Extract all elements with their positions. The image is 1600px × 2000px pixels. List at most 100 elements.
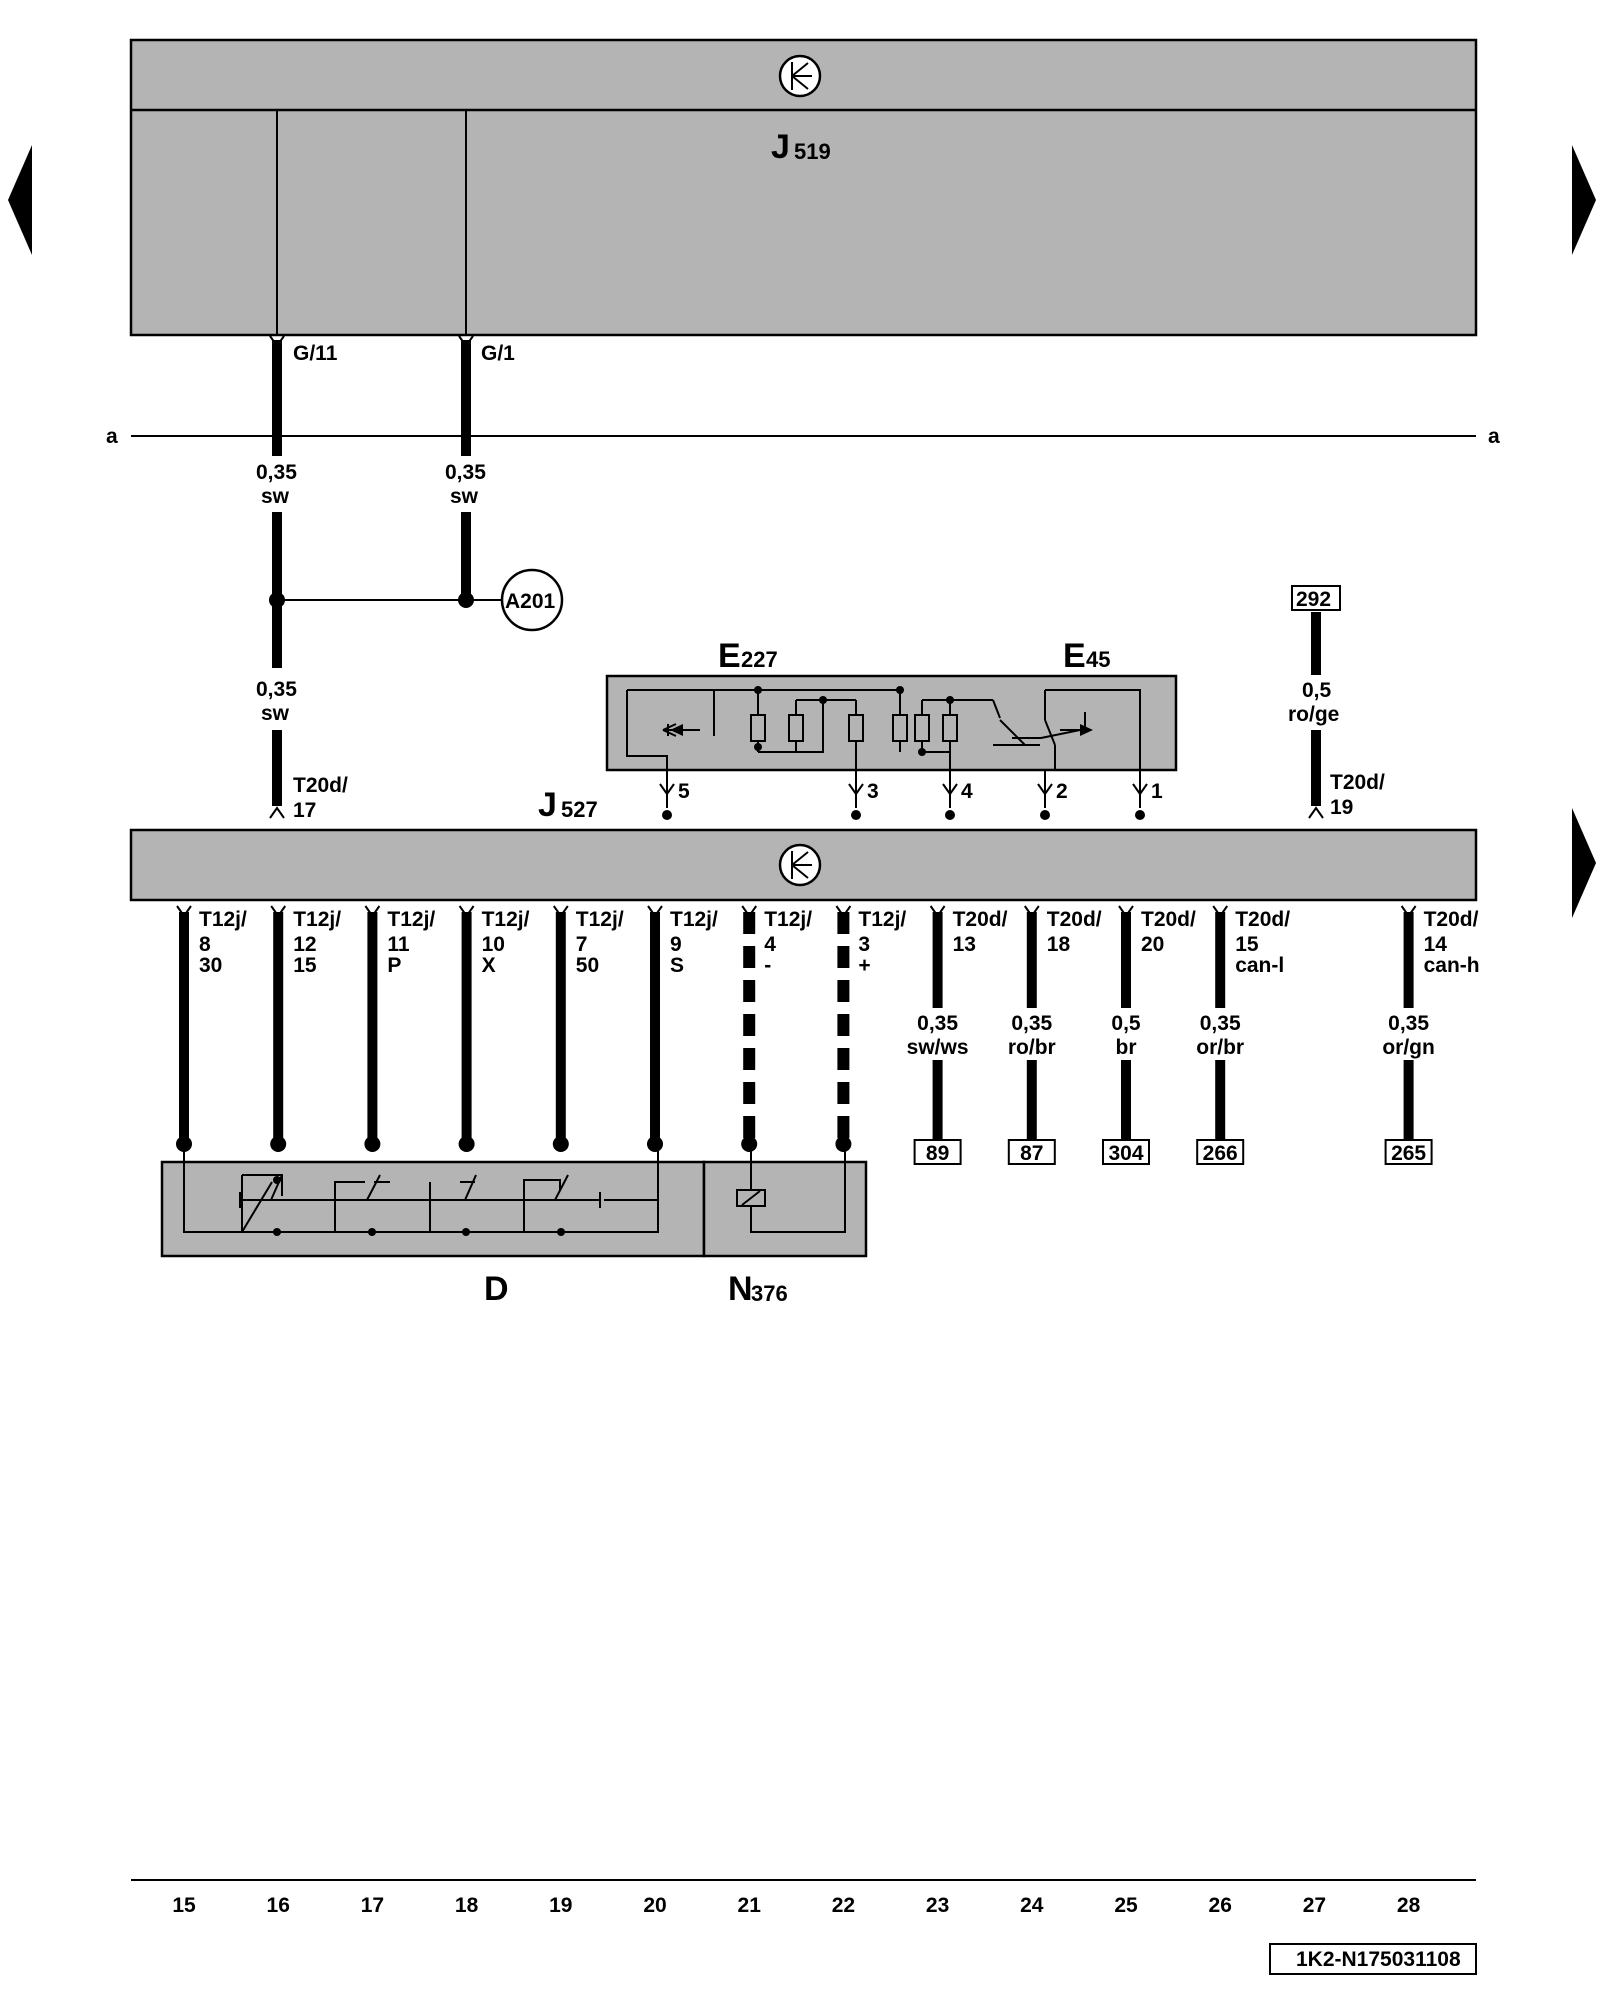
track-number: 19 bbox=[549, 1894, 572, 1917]
break-marker-left: a bbox=[106, 425, 118, 448]
control-unit-j519: J 519 bbox=[129, 38, 1478, 337]
switch-pin-label: 1 bbox=[1151, 780, 1163, 803]
pin-label: T20d/ bbox=[1424, 908, 1479, 931]
wire-color: sw/ws bbox=[907, 1036, 969, 1059]
next-page-icon[interactable] bbox=[1572, 145, 1596, 255]
connector-dot bbox=[647, 1136, 663, 1152]
wire-size: 0,35 bbox=[1011, 1012, 1052, 1035]
pin-label: 20 bbox=[1141, 933, 1164, 956]
connector-dot bbox=[270, 1136, 287, 1152]
track-number: 15 bbox=[172, 1894, 196, 1917]
electronic-symbol-icon bbox=[791, 62, 812, 90]
j527-sub: 527 bbox=[561, 797, 598, 822]
track-number: 20 bbox=[643, 1894, 666, 1917]
track-number: 18 bbox=[455, 1894, 479, 1917]
track-number: 16 bbox=[267, 1894, 290, 1917]
track-number: 21 bbox=[738, 1894, 762, 1917]
ref-box bbox=[1102, 1139, 1150, 1165]
n376-letter: N bbox=[728, 1270, 753, 1308]
pin-label: 30 bbox=[199, 954, 222, 977]
track-number: 23 bbox=[926, 1894, 949, 1917]
lower-pin-wire: T12j/3+ bbox=[835, 905, 906, 1152]
pin-label: 7 bbox=[576, 933, 588, 956]
pin-label: + bbox=[858, 954, 870, 977]
pin-label: 13 bbox=[953, 933, 976, 956]
wire-color: ro/ge bbox=[1288, 703, 1339, 726]
track-number: 24 bbox=[1020, 1894, 1044, 1917]
lower-pin-wire: T12j/830 bbox=[176, 905, 247, 1152]
e227-sub: 227 bbox=[741, 647, 778, 672]
wire-color: sw bbox=[261, 702, 290, 725]
connector-dot bbox=[741, 1136, 758, 1152]
document-id-box: 1K2-N175031108 bbox=[1269, 1943, 1477, 1975]
wire-size: 0,35 bbox=[445, 461, 486, 484]
wire-color: ro/br bbox=[1008, 1036, 1056, 1059]
pin-label: can-h bbox=[1424, 954, 1480, 977]
pin-label: 10 bbox=[482, 933, 505, 956]
switch-pin-label: 4 bbox=[961, 780, 973, 803]
d-letter: D bbox=[484, 1270, 509, 1308]
switch-unit-e227-e45: E 227 E 45 bbox=[605, 637, 1178, 790]
connector-dot bbox=[552, 1136, 569, 1152]
pin-label: T20d/ bbox=[1235, 908, 1290, 931]
pin-label: P bbox=[387, 954, 401, 977]
pin-label: - bbox=[764, 954, 771, 977]
wire-size: 0,35 bbox=[256, 678, 297, 701]
pin-label: T12j/ bbox=[764, 908, 812, 931]
pin-label: T20d/ bbox=[1330, 771, 1385, 794]
break-marker-right: a bbox=[1488, 425, 1500, 448]
next-page-icon[interactable] bbox=[1572, 808, 1596, 918]
e45-sub: 45 bbox=[1086, 647, 1110, 672]
pin-label: T12j/ bbox=[576, 908, 624, 931]
j519-sub: 519 bbox=[794, 139, 831, 164]
pin-label: 50 bbox=[576, 954, 599, 977]
switch-pin-label: 3 bbox=[867, 780, 879, 803]
pin-label: T20d/ bbox=[1141, 908, 1196, 931]
pin-label: G/11 bbox=[293, 342, 338, 365]
ref-number: 89 bbox=[926, 1142, 949, 1165]
pin-label: 18 bbox=[1047, 933, 1071, 956]
ref-box bbox=[913, 1139, 962, 1165]
track-number: 17 bbox=[361, 1894, 384, 1917]
pin-label: T20d/ bbox=[953, 908, 1008, 931]
pin-label: 19 bbox=[1330, 796, 1353, 819]
wire-ref-292: 292 0,5 ro/ge T20d/ 19 bbox=[1288, 585, 1385, 819]
ref-box bbox=[1384, 1139, 1433, 1165]
wire-color: br bbox=[1116, 1036, 1137, 1059]
connector-dot bbox=[364, 1136, 381, 1152]
track-number: 27 bbox=[1303, 1894, 1326, 1917]
ref-number: 292 bbox=[1296, 588, 1331, 611]
coil-icon bbox=[736, 1189, 766, 1207]
splice: A201 bbox=[269, 568, 564, 632]
pin-label: G/1 bbox=[481, 342, 515, 365]
pin-label: 15 bbox=[1235, 933, 1259, 956]
ref-number: 304 bbox=[1108, 1142, 1143, 1165]
connector-dot bbox=[458, 1136, 475, 1152]
prev-page-icon[interactable] bbox=[8, 145, 32, 255]
pin-label: 17 bbox=[293, 799, 316, 822]
pin-label: 4 bbox=[764, 933, 776, 956]
control-unit-j527: J 527 bbox=[129, 786, 1478, 902]
lower-pin-wire: T12j/750 bbox=[552, 905, 624, 1152]
pin-label: 15 bbox=[293, 954, 317, 977]
wire-size: 0,5 bbox=[1302, 679, 1332, 702]
track-number: 26 bbox=[1209, 1894, 1232, 1917]
j519-letter: J bbox=[771, 128, 790, 166]
wire-color: or/gn bbox=[1382, 1036, 1435, 1059]
track-number: 25 bbox=[1114, 1894, 1138, 1917]
wire-color: or/br bbox=[1196, 1036, 1244, 1059]
pin-label: T12j/ bbox=[387, 908, 435, 931]
wire-splice-j527: 0,35 sw T20d/ 17 bbox=[256, 678, 348, 822]
pin-label: T20d/ bbox=[1047, 908, 1102, 931]
a201-label: A201 bbox=[505, 590, 556, 613]
connector-dot bbox=[835, 1136, 852, 1152]
wire-color: sw bbox=[261, 485, 290, 508]
pin-label: T12j/ bbox=[670, 908, 718, 931]
